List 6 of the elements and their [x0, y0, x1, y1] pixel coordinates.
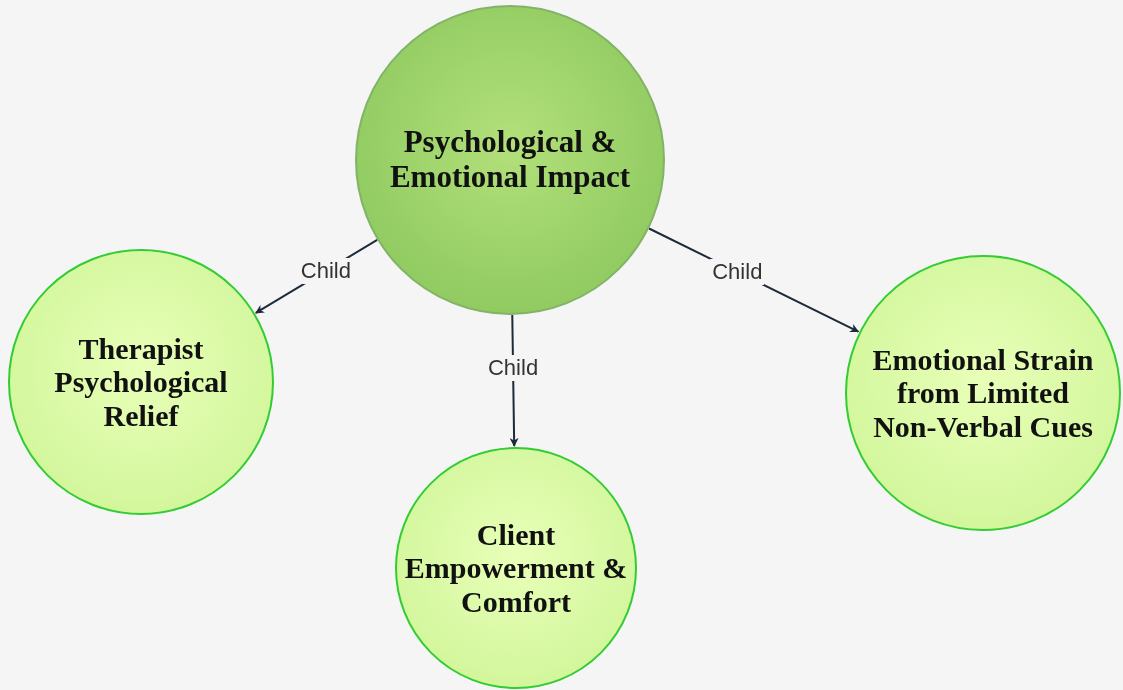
- edge-label: Child: [298, 257, 353, 284]
- node-label: Client Empowerment & Comfort: [403, 517, 629, 619]
- node-label: Emotional Strain from Limited Non-Verbal Cues: [871, 342, 1095, 444]
- node-label: Therapist Psychological Relief: [53, 331, 229, 433]
- edge-label: Child: [710, 258, 765, 285]
- node-label: Psychological & Emotional Impact: [388, 125, 632, 195]
